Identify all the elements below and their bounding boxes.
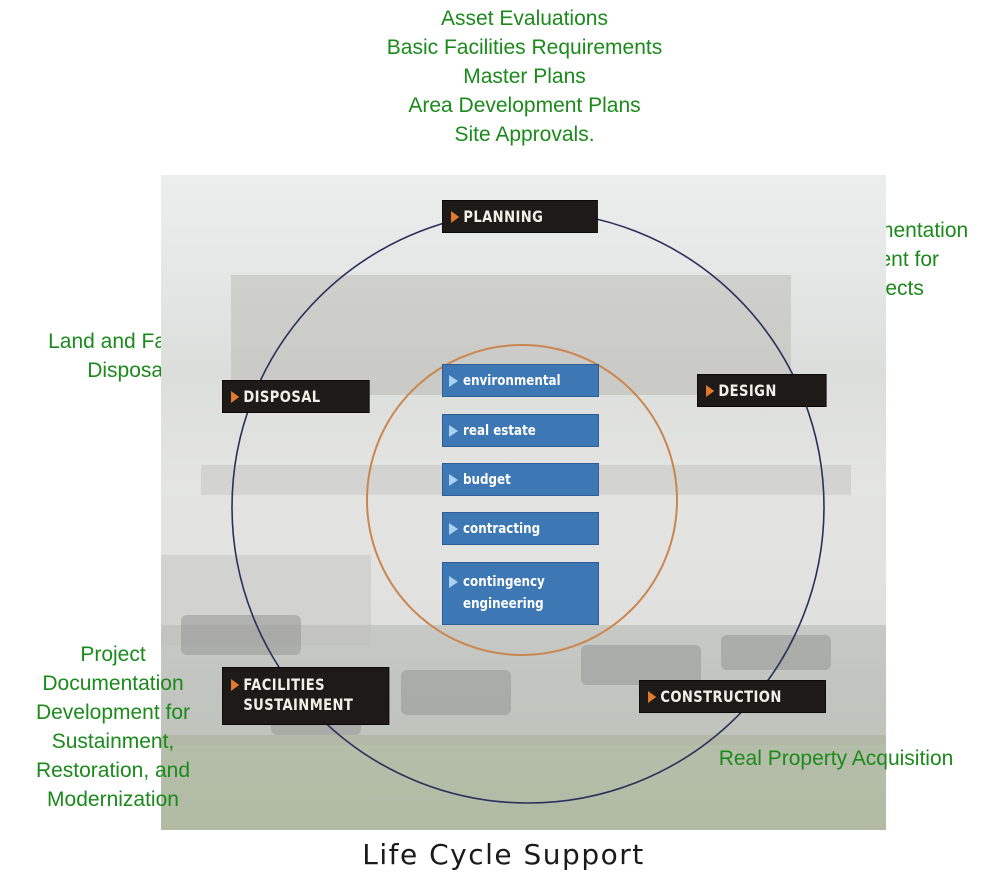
annotation-line: Site Approvals. [454, 123, 595, 146]
right-triangle-icon [449, 473, 458, 486]
photo-vehicle [401, 670, 511, 715]
sustainment-annotation: Project Documentation Development for Su… [0, 640, 226, 814]
phase-label: DISPOSAL [243, 386, 321, 406]
phase-label: PLANNING [463, 206, 544, 226]
service-label: real estate [463, 422, 536, 439]
right-triangle-icon [451, 210, 460, 223]
right-triangle-icon [449, 522, 458, 535]
right-triangle-icon [449, 374, 458, 387]
phase-disposal: DISPOSAL [222, 380, 370, 413]
photo-vehicle [721, 635, 831, 670]
right-triangle-icon [648, 690, 657, 703]
service-label: contracting [463, 520, 541, 537]
right-triangle-icon [231, 679, 240, 691]
construction-annotation: Real Property Acquisition [676, 744, 996, 773]
phase-label: DESIGN [718, 380, 777, 400]
annotation-line: Documentation [42, 672, 184, 695]
right-triangle-icon [706, 384, 715, 397]
photo-vehicle [581, 645, 701, 685]
diagram-caption: Life Cycle Support [362, 838, 645, 871]
annotation-line: Area Development Plans [408, 94, 641, 117]
annotation-line: Basic Facilities Requirements [386, 36, 663, 59]
phase-planning: PLANNING [442, 200, 598, 233]
annotation-line: Development for [35, 701, 191, 724]
service-contracting: contracting [442, 512, 599, 545]
service-label: contingency engineering [463, 574, 545, 612]
phase-label: CONSTRUCTION [660, 686, 782, 706]
annotation-line: Asset Evaluations [441, 7, 608, 30]
service-budget: budget [442, 463, 599, 496]
phase-facilities-sustainment: FACILITIES SUSTAINMENT [222, 667, 390, 725]
phase-design: DESIGN [697, 374, 827, 407]
right-triangle-icon [449, 424, 458, 437]
annotation-line: Project [80, 643, 146, 666]
annotation-line: Real Property Acquisition [718, 747, 954, 770]
annotation-line: Modernization [47, 788, 179, 811]
annotation-line: Disposal [87, 359, 168, 382]
service-environmental: environmental [442, 364, 599, 397]
annotation-line: Master Plans [463, 65, 586, 88]
annotation-line: Sustainment, [51, 730, 175, 753]
facility-photo-background [161, 175, 886, 830]
right-triangle-icon [449, 576, 458, 588]
service-contingency-engineering: contingency engineering [442, 562, 599, 625]
service-real-estate: real estate [442, 414, 599, 447]
service-label: budget [463, 471, 511, 488]
phase-label: FACILITIES SUSTAINMENT [243, 675, 354, 714]
service-label: environmental [463, 372, 561, 389]
annotation-line: Restoration, and [35, 759, 191, 782]
phase-construction: CONSTRUCTION [639, 680, 826, 713]
right-triangle-icon [231, 390, 240, 403]
planning-annotation: Asset Evaluations Basic Facilities Requi… [322, 4, 727, 149]
